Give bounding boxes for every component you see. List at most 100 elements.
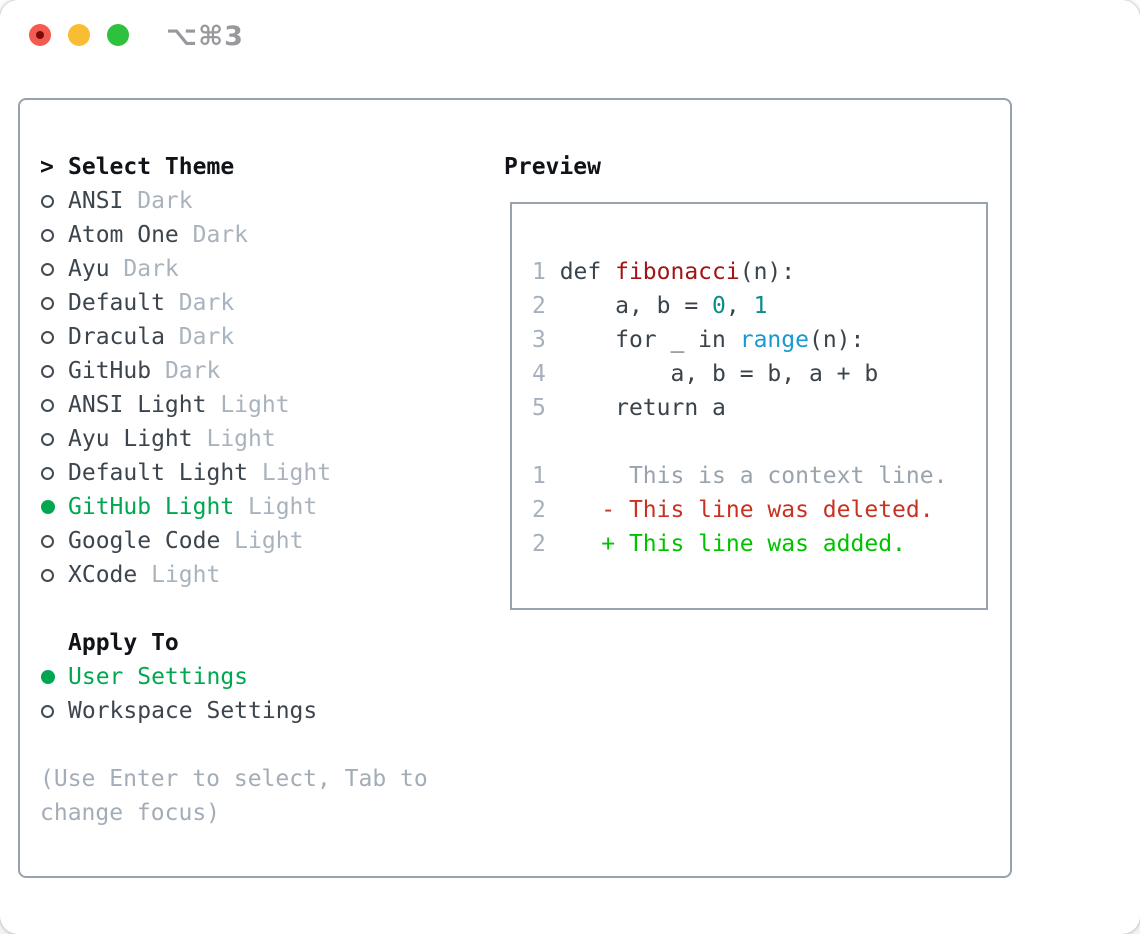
code-line	[532, 425, 986, 459]
radio-selected-icon	[40, 500, 68, 514]
help-text-line-1: (Use Enter to select, Tab to	[40, 766, 428, 792]
theme-variant: Dark	[164, 324, 235, 350]
radio-icon	[40, 330, 68, 344]
theme-option-atom-one[interactable]: Atom One Dark	[40, 218, 428, 252]
select-theme-header: > Select Theme	[40, 150, 428, 184]
window-title: ⌥⌘3	[166, 21, 244, 52]
code-token: (n):	[739, 259, 796, 285]
line-number: 3	[532, 327, 560, 353]
theme-variant: Light	[234, 494, 318, 520]
radio-icon	[40, 398, 68, 412]
line-number: 2	[532, 293, 560, 319]
chevron-right-icon: >	[40, 154, 54, 180]
radio-icon	[40, 432, 68, 446]
theme-name: ANSI Light	[68, 392, 207, 418]
code-token: + This line was added.	[559, 531, 906, 557]
theme-option-ayu-light[interactable]: Ayu Light Light	[40, 422, 428, 456]
line-number: 2	[532, 531, 560, 557]
theme-option-ayu[interactable]: Ayu Dark	[40, 252, 428, 286]
theme-variant: Light	[206, 392, 290, 418]
line-number: 1	[532, 259, 560, 285]
theme-variant: Dark	[109, 256, 179, 282]
code-line: 5 return a	[532, 391, 986, 425]
code-token: a, b =	[559, 293, 713, 319]
theme-option-xcode[interactable]: XCode Light	[40, 558, 428, 592]
code-line: 2 - This line was deleted.	[532, 493, 986, 527]
radio-selected-icon	[40, 670, 68, 684]
code-token: def	[559, 259, 616, 285]
radio-icon	[40, 704, 68, 718]
code-token: return a	[559, 395, 726, 421]
theme-name: Atom One	[68, 222, 179, 248]
line-number: 5	[532, 395, 560, 421]
theme-variant: Dark	[178, 222, 249, 248]
theme-option-github-light[interactable]: GitHub Light Light	[40, 490, 428, 524]
radio-icon	[40, 262, 68, 276]
code-line: 1 This is a context line.	[532, 459, 986, 493]
radio-icon	[40, 568, 68, 582]
theme-name: Ayu Light	[68, 426, 193, 452]
help-text-line-2: change focus)	[40, 800, 221, 826]
apply-to-header: Apply To	[40, 626, 428, 660]
apply-option-workspace-settings[interactable]: Workspace Settings	[40, 694, 428, 728]
code-line: 2 + This line was added.	[532, 527, 986, 561]
theme-variant: Light	[220, 528, 304, 554]
theme-name: XCode	[68, 562, 138, 588]
code-token: fibonacci	[615, 259, 740, 285]
code-line: 2 a, b = 0, 1	[532, 289, 986, 323]
zoom-button[interactable]	[107, 24, 129, 46]
titlebar: ⌥⌘3	[0, 0, 1140, 72]
minimize-button[interactable]	[68, 24, 90, 46]
code-token: ,	[725, 293, 754, 319]
theme-name: Default	[68, 290, 165, 316]
theme-option-github[interactable]: GitHub Dark	[40, 354, 428, 388]
code-token: (n):	[808, 327, 865, 353]
preview-title: Preview	[504, 154, 601, 180]
theme-variant: Dark	[151, 358, 221, 384]
code-line: 3 for _ in range(n):	[532, 323, 986, 357]
theme-option-ansi[interactable]: ANSI Dark	[40, 184, 428, 218]
radio-icon	[40, 228, 68, 242]
radio-icon	[40, 466, 68, 480]
line-number: 1	[532, 463, 560, 489]
close-dot-icon	[36, 31, 44, 39]
apply-option-label: Workspace Settings	[68, 698, 318, 724]
theme-option-default-light[interactable]: Default Light Light	[40, 456, 428, 490]
code-token: - This line was deleted.	[559, 497, 934, 523]
theme-option-ansi-light[interactable]: ANSI Light Light	[40, 388, 428, 422]
theme-name: Default Light	[68, 460, 249, 486]
theme-name: Dracula	[68, 324, 165, 350]
theme-option-google-code[interactable]: Google Code Light	[40, 524, 428, 558]
apply-option-label: User Settings	[68, 664, 249, 690]
theme-name: Google Code	[68, 528, 221, 554]
select-theme-title: Select Theme	[68, 154, 235, 180]
code-token: a, b = b, a + b	[559, 361, 879, 387]
theme-variant: Light	[248, 460, 332, 486]
code-token: This is a context line.	[559, 463, 948, 489]
close-button[interactable]	[29, 24, 51, 46]
theme-option-default[interactable]: Default Dark	[40, 286, 428, 320]
code-token: 1	[753, 293, 768, 319]
code-line: 4 a, b = b, a + b	[532, 357, 986, 391]
theme-name: ANSI	[68, 188, 124, 214]
line-number: 4	[532, 361, 560, 387]
theme-variant: Light	[137, 562, 221, 588]
theme-name: Ayu	[68, 256, 110, 282]
apply-option-user-settings[interactable]: User Settings	[40, 660, 428, 694]
theme-variant: Dark	[164, 290, 235, 316]
theme-variant: Light	[192, 426, 276, 452]
theme-name: GitHub Light	[68, 494, 235, 520]
code-token: for _ in	[559, 327, 740, 353]
radio-icon	[40, 194, 68, 208]
theme-name: GitHub	[68, 358, 152, 384]
code-token: range	[739, 327, 809, 353]
spacer	[40, 728, 428, 762]
theme-option-dracula[interactable]: Dracula Dark	[40, 320, 428, 354]
theme-variant: Dark	[123, 188, 193, 214]
spacer	[40, 592, 428, 626]
